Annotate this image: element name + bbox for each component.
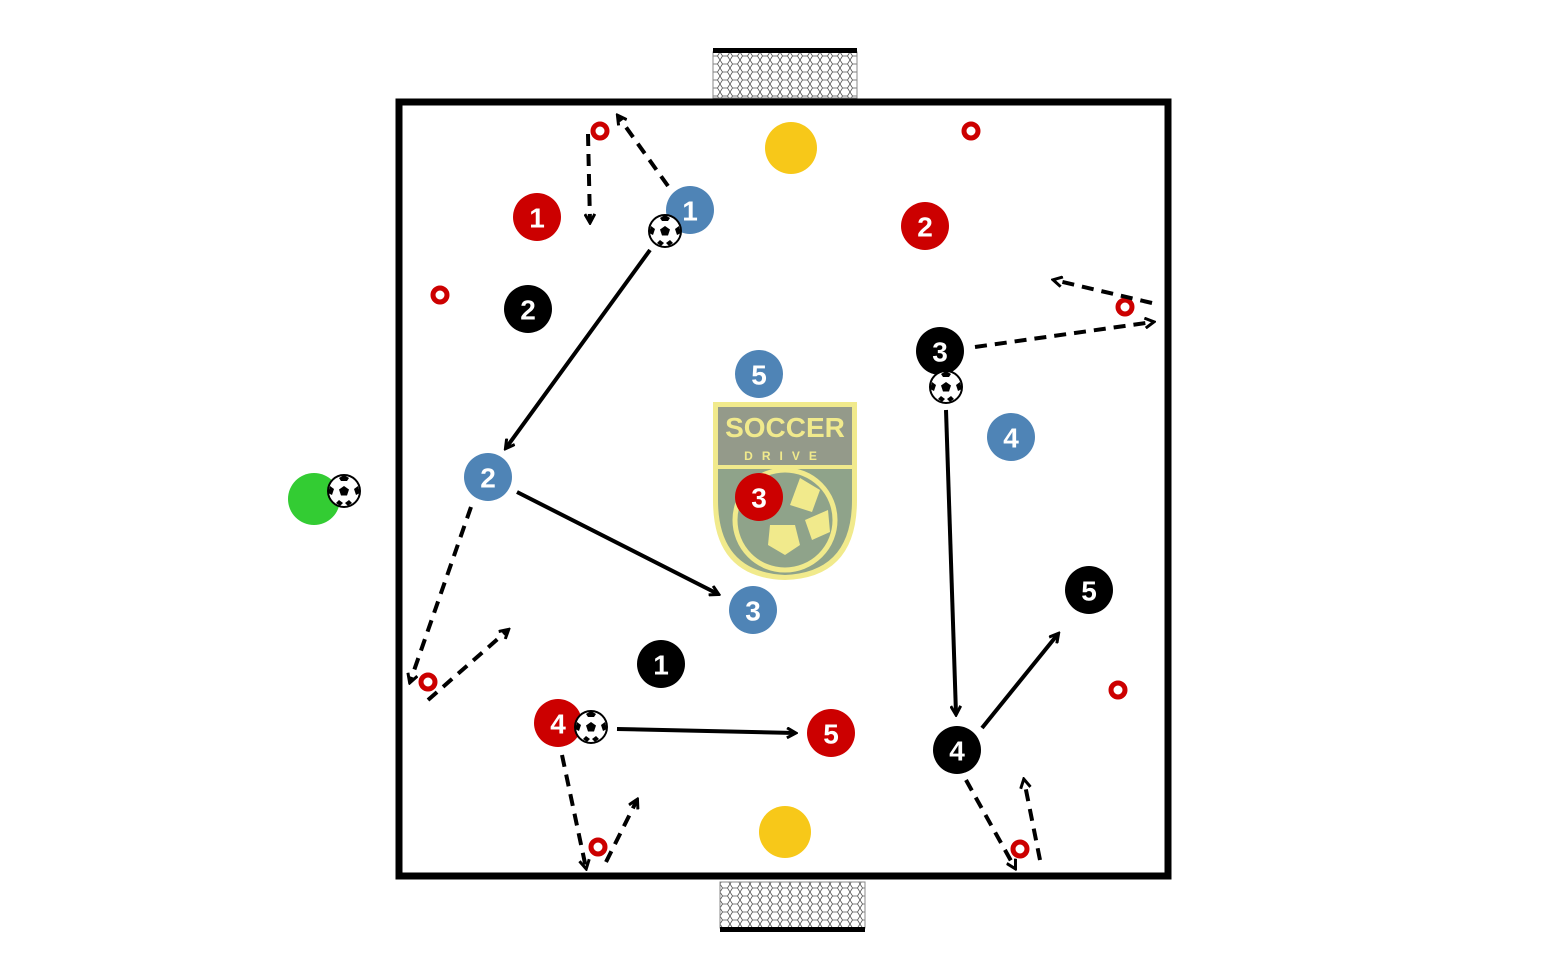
svg-text:1: 1 — [682, 196, 698, 227]
blue-player-2: 2 — [464, 453, 512, 501]
movement-arrows — [410, 116, 1153, 868]
cone-icon — [961, 121, 981, 141]
run-arrow — [964, 779, 1015, 868]
svg-text:2: 2 — [520, 295, 536, 326]
svg-text:5: 5 — [751, 360, 767, 391]
cone-icon — [430, 285, 450, 305]
svg-text:3: 3 — [932, 337, 948, 368]
cones — [418, 121, 1135, 859]
svg-text:4: 4 — [949, 736, 965, 767]
soccer-ball-icon — [327, 474, 361, 508]
blue-player-5: 5 — [735, 350, 783, 398]
black-player-3: 3 — [916, 327, 964, 375]
black-player-5: 5 — [1065, 566, 1113, 614]
run-arrow — [588, 133, 590, 222]
goal-top — [712, 48, 858, 99]
blue-player-1: 1 — [666, 186, 714, 234]
pass-arrow — [980, 634, 1058, 730]
black-player-2: 2 — [504, 285, 552, 333]
pass-arrow — [616, 729, 795, 733]
run-arrow — [604, 800, 637, 863]
cone-icon — [1108, 680, 1128, 700]
red-player-1: 1 — [513, 193, 561, 241]
run-arrow — [1054, 280, 1153, 305]
run-arrow — [1024, 780, 1042, 861]
soccer-ball-icon — [929, 370, 963, 404]
pass-arrow — [506, 248, 652, 448]
black-team: 1 2 3 4 5 — [504, 285, 1113, 774]
coach-server — [288, 473, 340, 525]
neutral-player-top — [765, 122, 817, 174]
cone-icon — [590, 121, 610, 141]
svg-text:2: 2 — [917, 212, 933, 243]
red-player-3: 3 — [735, 473, 783, 521]
red-team: 1 2 3 4 5 — [513, 193, 949, 757]
run-arrow — [426, 630, 508, 702]
soccer-ball-icon — [648, 214, 682, 248]
cone-icon — [1010, 839, 1030, 859]
black-player-1: 1 — [637, 640, 685, 688]
svg-text:1: 1 — [529, 203, 545, 234]
cone-icon — [588, 837, 608, 857]
blue-player-4: 4 — [987, 413, 1035, 461]
blue-player-3: 3 — [729, 586, 777, 634]
red-player-5: 5 — [807, 709, 855, 757]
logo-text-drive: DRIVE — [744, 449, 826, 463]
run-arrow — [974, 322, 1153, 349]
svg-text:4: 4 — [1003, 423, 1019, 454]
red-player-2: 2 — [901, 202, 949, 250]
blue-team: 1 2 3 4 5 — [464, 186, 1035, 634]
pass-arrows — [506, 248, 1058, 733]
soccer-drive-logo: SOCCER DRIVE — [713, 402, 857, 580]
pass-arrow — [944, 409, 956, 714]
neutral-player-bottom — [759, 806, 811, 858]
svg-text:5: 5 — [823, 719, 839, 750]
svg-text:4: 4 — [550, 709, 566, 740]
goal-bottom — [719, 881, 866, 932]
black-player-4: 4 — [933, 726, 981, 774]
run-arrow — [410, 506, 473, 682]
cone-icon — [1115, 297, 1135, 317]
red-player-4: 4 — [534, 699, 582, 747]
run-arrow — [618, 116, 670, 188]
soccer-ball-icon — [574, 710, 608, 744]
svg-text:3: 3 — [751, 483, 767, 514]
cone-icon — [418, 672, 438, 692]
svg-text:1: 1 — [653, 650, 669, 681]
svg-text:3: 3 — [745, 596, 761, 627]
pass-arrow — [516, 490, 718, 594]
logo-text-soccer: SOCCER — [725, 412, 845, 443]
svg-text:2: 2 — [480, 463, 496, 494]
svg-text:5: 5 — [1081, 576, 1097, 607]
